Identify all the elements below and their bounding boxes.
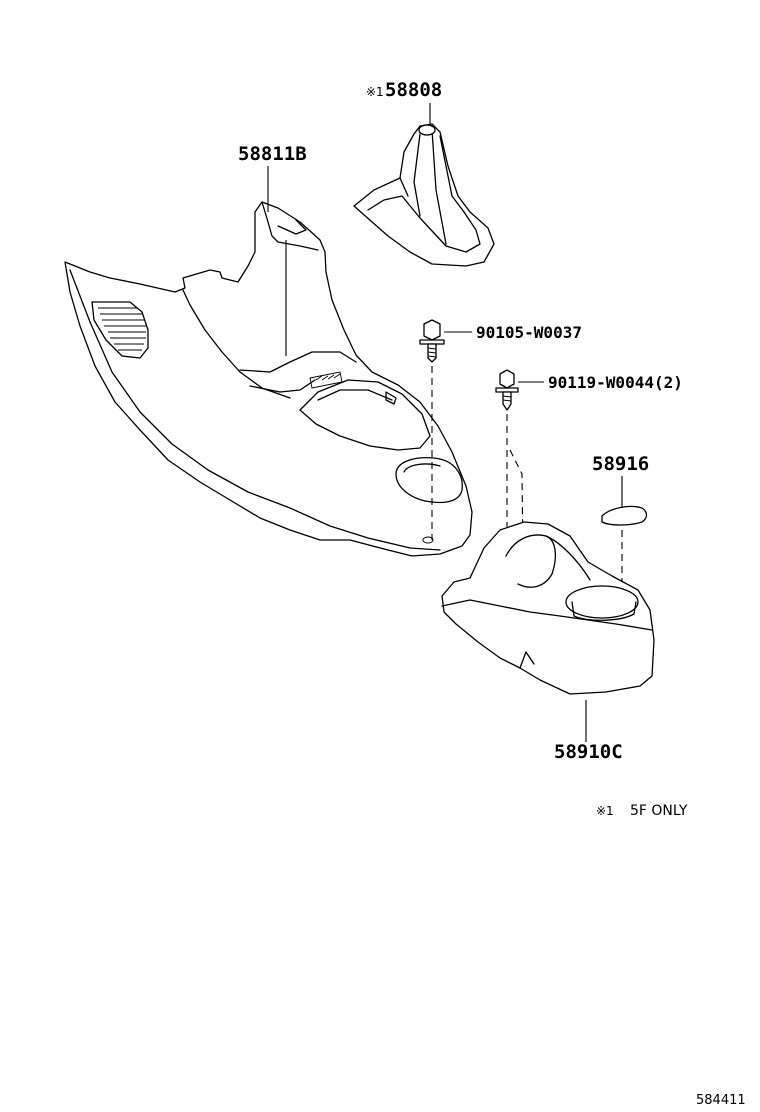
label-58910C: 58910C [554, 741, 623, 763]
label-58916: 58916 [592, 453, 649, 475]
rear-console [441, 521, 655, 695]
leader-lines [267, 103, 623, 742]
label-90105-W0037: 90105-W0037 [476, 323, 582, 342]
drawing-code: 584411 [696, 1093, 746, 1108]
footnote-text: 5F ONLY [630, 803, 688, 819]
label-58811B: 58811B [238, 143, 307, 165]
front-console-panel [64, 201, 473, 557]
label-90119-W0044: 90119-W0044(2) [548, 373, 683, 392]
bolt-90105 [419, 319, 445, 540]
label-58808: 58808 [385, 79, 442, 101]
plug-58916 [601, 505, 648, 616]
footnote-marker: ※1 [596, 804, 614, 818]
marker-58808: ※1 [366, 85, 384, 99]
shift-boot [353, 123, 495, 267]
